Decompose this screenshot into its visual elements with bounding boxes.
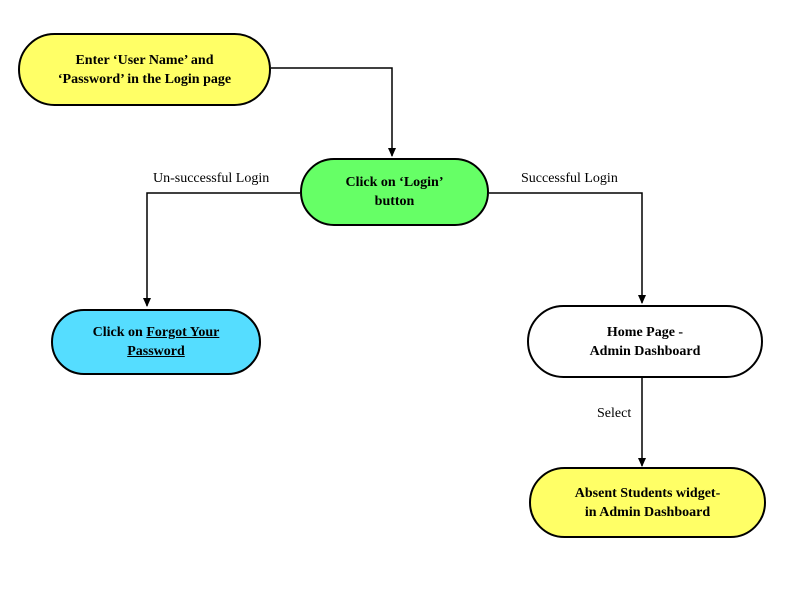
node-absent-students-line2: in Admin Dashboard [584, 504, 711, 520]
forgot-password-link-part2: Password [127, 344, 185, 359]
node-home-page: Home Page - Admin Dashboard [527, 305, 763, 378]
node-absent-students: Absent Students widget- in Admin Dashboa… [529, 467, 766, 538]
edge-login-to-home [489, 192, 646, 304]
node-absent-students-line1: Absent Students widget- [574, 485, 721, 501]
edge-login-to-forgot [143, 192, 300, 307]
node-forgot-password-line1: Click on Forgot Your [93, 323, 220, 342]
edge-label-select: Select [597, 406, 632, 421]
edge-label-unsuccessful-login: Un-successful Login [153, 171, 270, 186]
node-forgot-password: Click on Forgot Your Password [51, 309, 261, 375]
node-home-page-line2: Admin Dashboard [589, 343, 701, 359]
node-forgot-password-line2: Password [127, 342, 185, 361]
node-forgot-password-prefix: Click on [92, 325, 147, 340]
forgot-password-link-part1: Forgot Your [146, 325, 220, 340]
node-enter-credentials-line1: Enter ‘User Name’ and [75, 52, 214, 68]
node-click-login-line1: Click on ‘Login’ [345, 175, 444, 190]
edge-label-successful-login: Successful Login [521, 171, 618, 186]
node-home-page-line1: Home Page - [606, 324, 684, 340]
node-click-login-line2: button [374, 194, 415, 209]
edge-start-to-login [271, 67, 396, 157]
node-click-login: Click on ‘Login’ button [300, 158, 489, 226]
node-enter-credentials-line2: ‘Password’ in the Login page [57, 71, 232, 87]
node-enter-credentials: Enter ‘User Name’ and ‘Password’ in the … [18, 33, 271, 106]
